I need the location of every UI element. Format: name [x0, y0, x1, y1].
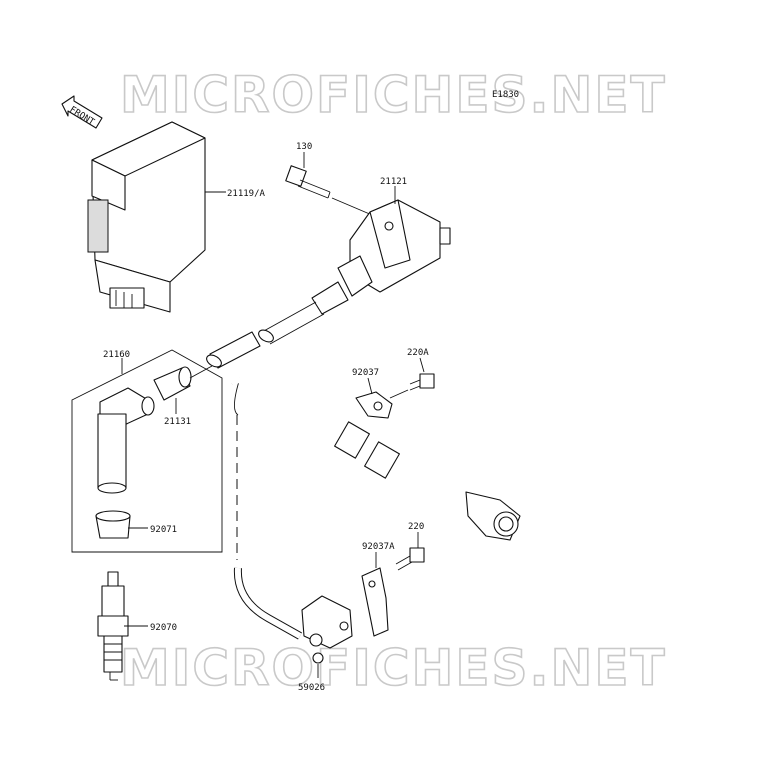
pickup-coil-assembly — [233, 567, 353, 664]
leader-220a — [419, 357, 425, 373]
label-92070: 92070 — [150, 623, 177, 633]
plug-cap — [97, 387, 155, 494]
label-220a: 220A — [407, 348, 429, 358]
label-130: 130 — [296, 142, 312, 152]
bolt-130 — [285, 165, 331, 199]
ignition-coil-21121 — [261, 199, 451, 345]
label-92037: 92037 — [352, 368, 379, 378]
watermark-top: MICROFICHES.NET — [120, 66, 667, 124]
leader-220a-to-clamp — [389, 389, 409, 399]
ht-lead — [206, 329, 274, 369]
screw-220 — [395, 547, 425, 571]
diagram-code: E1830 — [492, 90, 519, 100]
leader-130-to-coil — [331, 197, 373, 216]
seal-92071 — [95, 510, 131, 539]
front-arrow-icon: FRONT — [61, 95, 103, 129]
label-59026: 59026 — [298, 683, 325, 693]
watermark-bottom: MICROFICHES.NET — [120, 639, 667, 697]
leader-92037 — [367, 377, 373, 395]
label-92037a: 92037A — [362, 542, 395, 552]
kit-box-21160 — [71, 349, 223, 553]
label-21131: 21131 — [164, 417, 191, 427]
pickup-harness — [230, 376, 521, 541]
spark-plug-92070 — [97, 571, 129, 681]
connector-21131 — [153, 365, 213, 401]
label-220: 220 — [408, 522, 424, 532]
label-21160: 21160 — [103, 350, 130, 360]
label-21119a: 21119/A — [227, 189, 266, 199]
bracket-92037a — [361, 567, 389, 637]
cdi-unit-21119a — [87, 121, 206, 313]
label-92071: 92071 — [150, 525, 177, 535]
clamp-92037 — [355, 391, 393, 419]
label-21121: 21121 — [380, 177, 407, 187]
screw-220a — [409, 373, 435, 391]
